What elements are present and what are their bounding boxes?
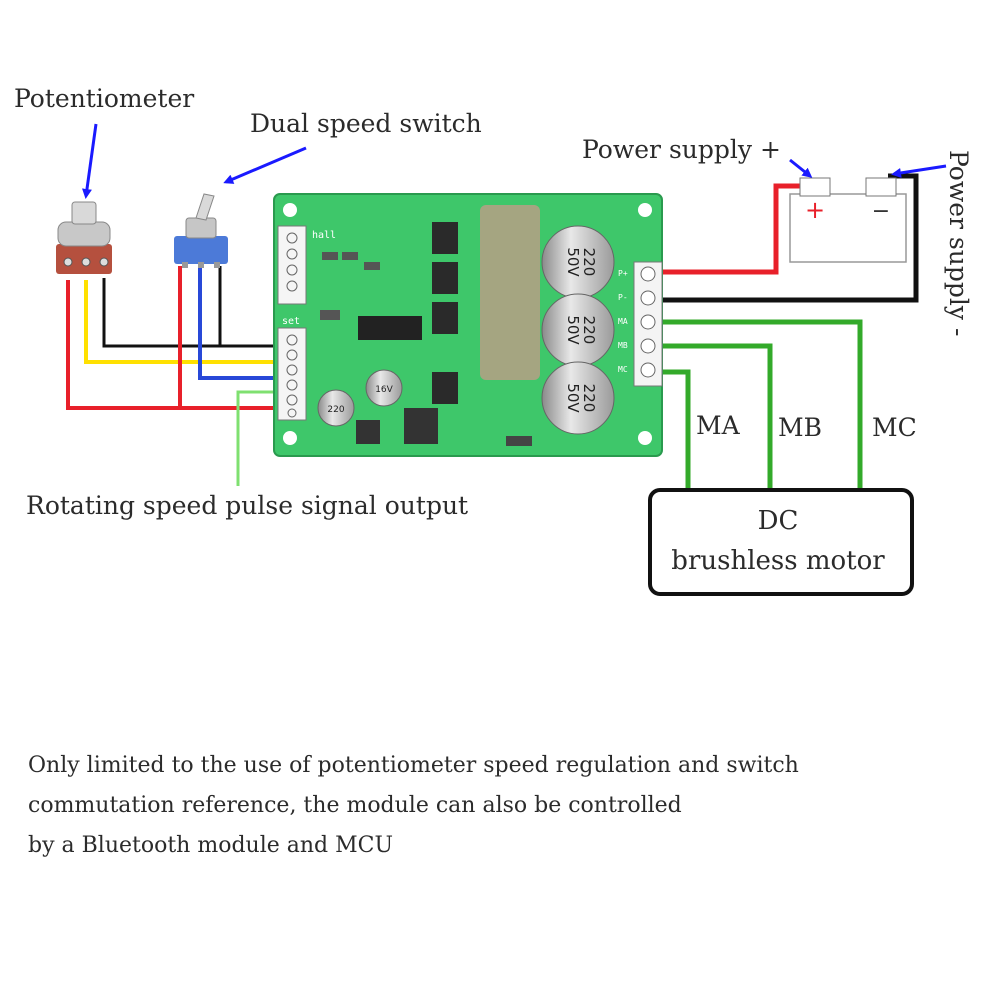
potentiometer-label: Potentiometer: [14, 84, 194, 113]
potentiometer-wires: [66, 278, 280, 410]
power-red-wire: [660, 183, 808, 275]
power-minus-arrow: [891, 164, 947, 178]
capacitor-3: 220 50V: [541, 361, 615, 435]
terminal-label-p-minus: P-: [618, 293, 628, 302]
cap2-voltage: 50V: [564, 315, 582, 345]
pot-red-wire: [66, 280, 280, 410]
cap3-value: 220: [580, 384, 598, 413]
battery: + −: [789, 177, 907, 263]
switch-lever: [195, 193, 215, 221]
hall-label: hall: [312, 230, 336, 241]
battery-minus-terminal: [865, 177, 897, 197]
cap1-value: 220: [580, 248, 598, 277]
switch-blue-wire: [198, 266, 280, 380]
battery-plus-sign: +: [805, 196, 825, 224]
ma-label: MA: [696, 411, 741, 440]
potentiometer-arrow: [82, 123, 98, 199]
controller-board: hall set 220 50V 220 50V: [273, 193, 663, 457]
mb-label: MB: [778, 413, 822, 442]
battery-body: [789, 193, 907, 263]
mc-label: MC: [872, 413, 917, 442]
power-black-wire: [660, 173, 919, 303]
cap1-voltage: 50V: [564, 247, 582, 277]
set-label: set: [282, 316, 300, 327]
battery-minus-sign: −: [872, 199, 890, 224]
small-cap2-value: 16V: [375, 385, 393, 395]
mc-wire: [660, 319, 863, 488]
pulse-output-label: Rotating speed pulse signal output: [26, 491, 468, 520]
dual-speed-switch-label: Dual speed switch: [250, 109, 482, 138]
pot-black-wire: [102, 278, 280, 348]
switch-base: [174, 236, 228, 264]
power-supply-plus-label: Power supply +: [582, 135, 781, 164]
toggle-switch-component: [174, 193, 228, 268]
motor-label-line2: brushless motor: [671, 546, 885, 576]
potentiometer-component: [56, 201, 112, 274]
usage-note-line2: commutation reference, the module can al…: [28, 793, 682, 818]
cap2-value: 220: [580, 316, 598, 345]
small-cap1-value: 220: [327, 405, 344, 415]
pulse-output-wire: [236, 390, 280, 486]
motor-box: [648, 488, 914, 596]
usage-note-line1: Only limited to the use of potentiometer…: [28, 753, 799, 778]
pot-body: [57, 221, 111, 247]
capacitor-2: 220 50V: [541, 293, 615, 367]
battery-plus-terminal: [799, 177, 831, 197]
terminal-label-mc: MC: [618, 365, 628, 374]
motor-label-line1: DC: [758, 506, 799, 536]
capacitor-small-2: 16V: [365, 369, 403, 407]
terminal-label-ma: MA: [618, 317, 628, 326]
switch-arrow: [223, 146, 307, 184]
usage-note: Only limited to the use of potentiometer…: [28, 746, 928, 866]
driver-ic: [358, 316, 422, 340]
set-header: [277, 327, 307, 421]
capacitor-1: 220 50V: [541, 225, 615, 299]
usage-note-line3: by a Bluetooth module and MCU: [28, 833, 394, 858]
terminal-label-mb: MB: [618, 341, 628, 350]
capacitor-small-1: 220: [317, 389, 355, 427]
heatsink: [480, 205, 540, 380]
power-supply-minus-label: Power supply -: [944, 150, 973, 336]
power-plus-arrow: [789, 158, 813, 178]
ma-wire: [660, 369, 691, 488]
switch-wires: [178, 266, 280, 408]
pot-yellow-wire: [84, 280, 280, 364]
cap3-voltage: 50V: [564, 383, 582, 413]
pot-shaft: [71, 201, 97, 225]
mb-wire: [660, 343, 773, 488]
terminal-label-p-plus: P+: [618, 269, 628, 278]
